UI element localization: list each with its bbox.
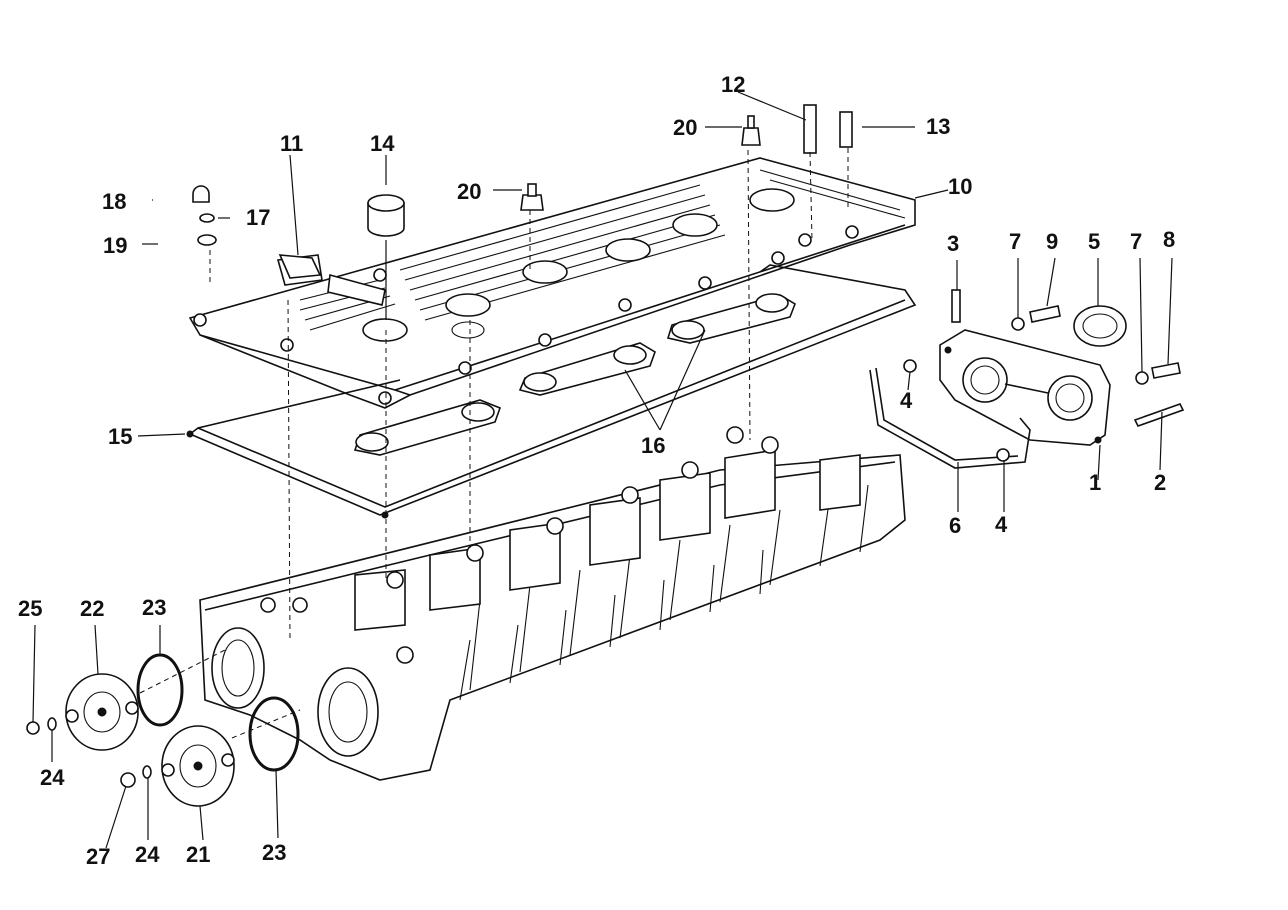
label-part-22: 22	[80, 596, 104, 621]
label-part-4-upper: 4	[900, 388, 913, 413]
right-hardware	[903, 289, 1185, 427]
label-part-4-lower: 4	[995, 512, 1008, 537]
label-part-18: 18	[102, 189, 126, 214]
valve-cover	[188, 157, 916, 409]
label-part-20-upper: 20	[673, 115, 697, 140]
label-part-6: 6	[949, 513, 961, 538]
valve-towers	[260, 426, 861, 664]
top-hardware	[192, 104, 853, 279]
label-part-7-right: 7	[1130, 229, 1142, 254]
label-part-19: 19	[103, 233, 127, 258]
leader-lines	[32, 91, 1173, 849]
label-part-5: 5	[1088, 229, 1100, 254]
label-part-24-lower: 24	[135, 842, 160, 867]
valve-cover-gasket	[186, 264, 917, 519]
label-part-17: 17	[246, 205, 270, 230]
end-plate	[939, 329, 1111, 446]
label-part-12: 12	[721, 72, 745, 97]
oil-seal	[1073, 305, 1127, 347]
label-part-27: 27	[86, 844, 110, 869]
label-part-8: 8	[1163, 227, 1175, 252]
label-part-2: 2	[1154, 470, 1166, 495]
label-part-3: 3	[947, 231, 959, 256]
label-part-1: 1	[1089, 470, 1101, 495]
label-part-23-upper: 23	[142, 595, 166, 620]
label-part-24-left: 24	[40, 765, 65, 790]
label-part-9: 9	[1046, 229, 1058, 254]
label-part-15: 15	[108, 424, 132, 449]
label-part-21: 21	[186, 842, 210, 867]
cam-end-covers	[26, 653, 300, 807]
label-part-13: 13	[926, 114, 950, 139]
end-plate-gasket	[869, 367, 1031, 469]
cylinder-head	[199, 426, 906, 781]
label-part-10: 10	[948, 174, 972, 199]
label-part-23-lower: 23	[262, 840, 286, 865]
label-part-7-left: 7	[1009, 229, 1021, 254]
label-part-14: 14	[370, 131, 395, 156]
label-part-25: 25	[18, 596, 42, 621]
part-number-labels: 1 2 3 4 4 5 6 7 7 8 9 10 11 12 13 14 15 …	[18, 72, 1175, 869]
label-part-16: 16	[641, 433, 665, 458]
label-part-20-left: 20	[457, 179, 481, 204]
label-part-11: 11	[280, 131, 303, 156]
spark-plug-seals	[353, 293, 796, 456]
